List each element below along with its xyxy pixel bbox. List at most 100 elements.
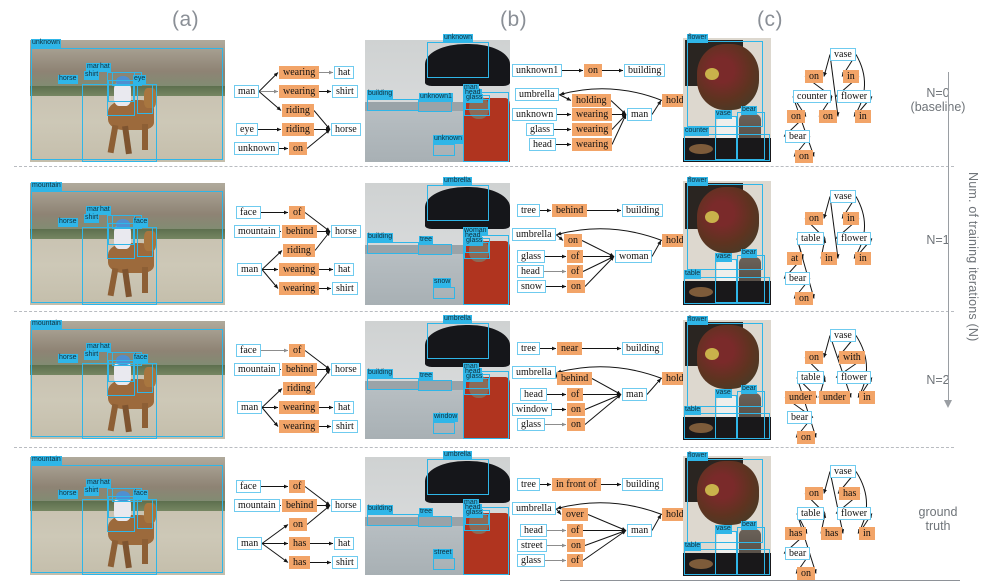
graph-edge bbox=[258, 72, 279, 92]
bbox-label-shirt: shirt bbox=[84, 351, 100, 360]
object-node-table: table bbox=[797, 232, 825, 245]
photo-rider-helmet bbox=[116, 491, 130, 501]
graph-edge bbox=[796, 238, 815, 299]
graph-edge bbox=[313, 110, 331, 130]
relation-node-on3: on bbox=[819, 110, 837, 123]
photo-rider-body bbox=[114, 225, 131, 249]
relation-node-of1: of bbox=[567, 250, 584, 263]
photo-umbrella-canopy bbox=[425, 187, 510, 229]
bbox-label-table: table bbox=[684, 270, 702, 279]
bbox-label-umbrella: umbrella bbox=[443, 177, 472, 186]
relation-node-behind: behind bbox=[282, 225, 318, 238]
relation-node-wearing2: wearing bbox=[279, 420, 320, 433]
bbox-label-building: building bbox=[367, 505, 394, 514]
object-node-umbrella: umbrella bbox=[512, 228, 556, 241]
relation-node-in2: in bbox=[855, 110, 871, 123]
bbox-label-mountain: mountain bbox=[31, 182, 62, 191]
bbox-label-man: man bbox=[86, 206, 102, 215]
relation-node-on2: on bbox=[567, 418, 585, 431]
relation-node-in1: in bbox=[843, 212, 859, 225]
object-node-glass: glass bbox=[517, 418, 545, 431]
object-node-window: window bbox=[512, 403, 553, 416]
relation-node-behind: behind bbox=[552, 204, 588, 217]
bbox-label-shirt: shirt bbox=[84, 487, 100, 496]
photo-counter-items bbox=[689, 287, 713, 297]
bbox-label-bear: bear bbox=[741, 385, 758, 394]
bbox-label-man: man bbox=[463, 499, 479, 508]
photo-horse-n0 bbox=[30, 40, 225, 162]
bbox-label-umbrella: unknown bbox=[443, 34, 474, 43]
bbox-label-bear: bear bbox=[741, 521, 758, 530]
photo-rider-helmet bbox=[116, 355, 130, 365]
photo-person-face bbox=[469, 240, 489, 262]
photo-umbrella-n0 bbox=[365, 40, 510, 162]
relation-node-on2: on bbox=[797, 567, 815, 580]
relation-node-on: on bbox=[805, 351, 823, 364]
photo-vase-n0 bbox=[683, 38, 771, 162]
bbox-label-tree: tree bbox=[419, 236, 434, 245]
relation-node-of: of bbox=[289, 480, 306, 493]
graph-edge bbox=[587, 514, 627, 531]
graph-edge bbox=[582, 256, 615, 272]
object-node-woman: woman bbox=[615, 250, 653, 263]
bbox-label-flower: flower bbox=[687, 34, 708, 43]
object-node-tree: tree bbox=[517, 478, 540, 491]
relation-node-has2: has bbox=[785, 527, 807, 540]
graph-edge bbox=[829, 471, 845, 534]
relation-node-with: with bbox=[839, 351, 865, 364]
graph-edge bbox=[823, 54, 831, 77]
object-node-head: head bbox=[517, 265, 544, 278]
relation-node-wearing2: wearing bbox=[279, 85, 320, 98]
graph-edge bbox=[261, 269, 279, 289]
photo-bouquet-accent bbox=[705, 68, 719, 80]
graph-edge bbox=[796, 513, 817, 574]
iterations-axis-arrow bbox=[943, 400, 952, 408]
graph-edge bbox=[823, 471, 831, 494]
object-node-umbrella: umbrella bbox=[512, 366, 556, 379]
relation-node-riding: riding bbox=[283, 244, 315, 257]
object-node-shirt: shirt bbox=[332, 420, 358, 433]
graph-edge bbox=[591, 378, 622, 395]
graph-edge bbox=[581, 240, 615, 257]
relation-node-on: on bbox=[567, 539, 585, 552]
photo-horse-head bbox=[144, 231, 156, 251]
photo-skyline-layer bbox=[365, 517, 475, 527]
bbox-label-horse: horse bbox=[58, 218, 78, 227]
photo-bouquet-accent bbox=[705, 348, 719, 360]
bbox-label-unknown: unknown bbox=[31, 39, 62, 48]
object-node-table: table bbox=[797, 371, 825, 384]
relation-node-on2: on bbox=[795, 292, 813, 305]
photo-horse-head bbox=[144, 88, 156, 108]
object-node-building: building bbox=[624, 64, 666, 77]
graph-edge bbox=[559, 88, 663, 101]
object-node-man: man bbox=[627, 108, 653, 121]
graph-edge bbox=[556, 366, 663, 379]
object-node-man: man bbox=[237, 537, 263, 550]
photo-skyline-layer bbox=[365, 381, 475, 391]
relation-node-on: on bbox=[289, 142, 307, 155]
column-header-c: (c) bbox=[757, 8, 783, 31]
object-node-mountain: mountain bbox=[234, 499, 280, 512]
photo-vase-n1 bbox=[683, 181, 771, 305]
object-node-bear: bear bbox=[785, 130, 811, 143]
bbox-label-hat: hat bbox=[99, 206, 111, 215]
row-separator-3 bbox=[14, 447, 954, 448]
object-node-table: table bbox=[797, 507, 825, 520]
object-node-man: man bbox=[627, 524, 653, 537]
relation-node-over: over bbox=[562, 508, 588, 521]
photo-horse-leg-3 bbox=[142, 267, 148, 293]
graph-edge bbox=[796, 377, 817, 438]
relation-node-has1: has bbox=[839, 487, 861, 500]
object-node-building: building bbox=[622, 342, 664, 355]
photo-counter-layer bbox=[683, 417, 771, 440]
object-node-umbrella: umbrella bbox=[515, 88, 559, 101]
bbox-label-glass: glass bbox=[465, 373, 484, 382]
graph-edge bbox=[584, 256, 615, 287]
graph-edge bbox=[611, 114, 627, 145]
row-label-n0-line1: N=0 bbox=[926, 86, 950, 100]
relation-node-behind: behind bbox=[557, 372, 593, 385]
